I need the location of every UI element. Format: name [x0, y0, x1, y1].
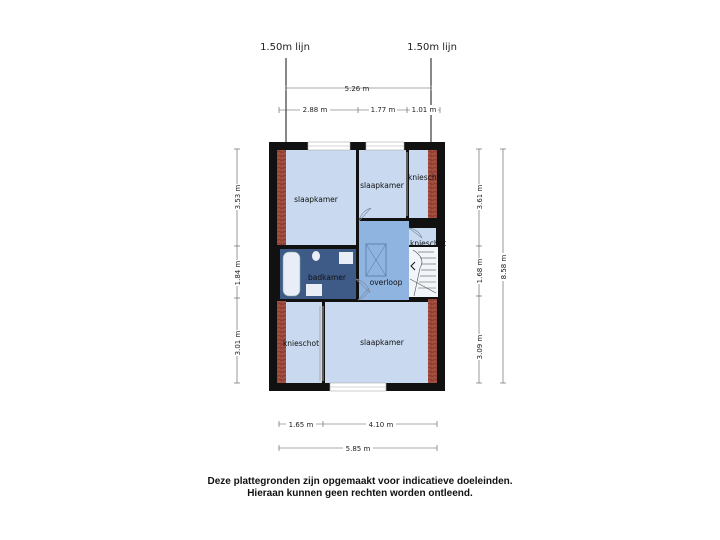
brick-edge-se — [428, 299, 437, 383]
sink-icon — [339, 252, 353, 264]
room-knieschot-e — [409, 228, 436, 245]
dimension-bottom-total-label: 5.85 m — [346, 445, 371, 453]
label-badkamer: badkamer — [308, 273, 347, 282]
label-knieschot-sw: knieschot — [283, 339, 319, 348]
dimension-bottom-right-label: 4.10 m — [369, 421, 394, 429]
lijn-indicator-left: 1.50m lijn — [260, 42, 310, 145]
label-slaapkamer-n: slaapkamer — [360, 181, 405, 190]
room-overloop — [359, 221, 409, 300]
dimension-top-total-label: 5.26 m — [345, 85, 370, 93]
brick-edge-nw — [277, 150, 286, 245]
label-knieschot-ne: knieschot — [408, 173, 444, 182]
toilet-icon — [312, 251, 320, 261]
sliding-doors — [319, 152, 408, 381]
dimension-top-left-label: 2.88 m — [303, 106, 328, 114]
dimension-top-mid-label: 1.77 m — [371, 106, 396, 114]
dimension-right-bottom-label: 3.09 m — [476, 335, 484, 360]
dimension-right-top-label: 3.61 m — [476, 185, 484, 210]
room-slaapkamer-nw — [286, 150, 356, 245]
brick-edge-ne — [428, 150, 437, 218]
dimension-left-top-label: 3.53 m — [234, 185, 242, 210]
label-slaapkamer-s: slaapkamer — [360, 338, 405, 347]
dimension-top-total — [285, 85, 432, 91]
shower-tray-icon — [306, 284, 322, 296]
dimension-top-right-label: 1.01 m — [412, 106, 437, 114]
doors — [355, 207, 423, 301]
disclaimer-line-2: Hieraan kunnen geen rechten worden ontle… — [247, 488, 473, 499]
stairs — [409, 249, 437, 297]
room-slaapkamer-n — [359, 150, 406, 218]
room-knieschot-sw — [286, 302, 322, 383]
stairs-arrow-icon — [410, 261, 416, 271]
label-overloop: overloop — [370, 278, 403, 287]
label-slaapkamer-nw: slaapkamer — [294, 195, 339, 204]
bathtub-icon — [282, 251, 301, 297]
lijn-label-left: 1.50m lijn — [260, 42, 310, 53]
room-slaapkamer-s — [325, 302, 428, 383]
brick-edge-sw — [277, 301, 286, 383]
lijn-indicator-right: 1.50m lijn — [407, 42, 457, 145]
dimension-left-bottom-label: 3.01 m — [234, 331, 242, 356]
dimension-left-mid-label: 1.84 m — [234, 261, 242, 286]
label-knieschot-e: knieschot — [410, 239, 446, 248]
stairs-area — [409, 247, 438, 297]
disclaimer-line-1: Deze plattegronden zijn opgemaakt voor i… — [207, 476, 513, 487]
dimension-bottom-left-label: 1.65 m — [289, 421, 314, 429]
dimension-right-mid-label: 1.68 m — [476, 259, 484, 284]
dimension-right-total-label: 8.58 m — [500, 255, 508, 280]
lijn-label-right: 1.50m lijn — [407, 42, 457, 53]
skylight-icon — [365, 243, 387, 277]
room-knieschot-ne — [409, 150, 428, 218]
